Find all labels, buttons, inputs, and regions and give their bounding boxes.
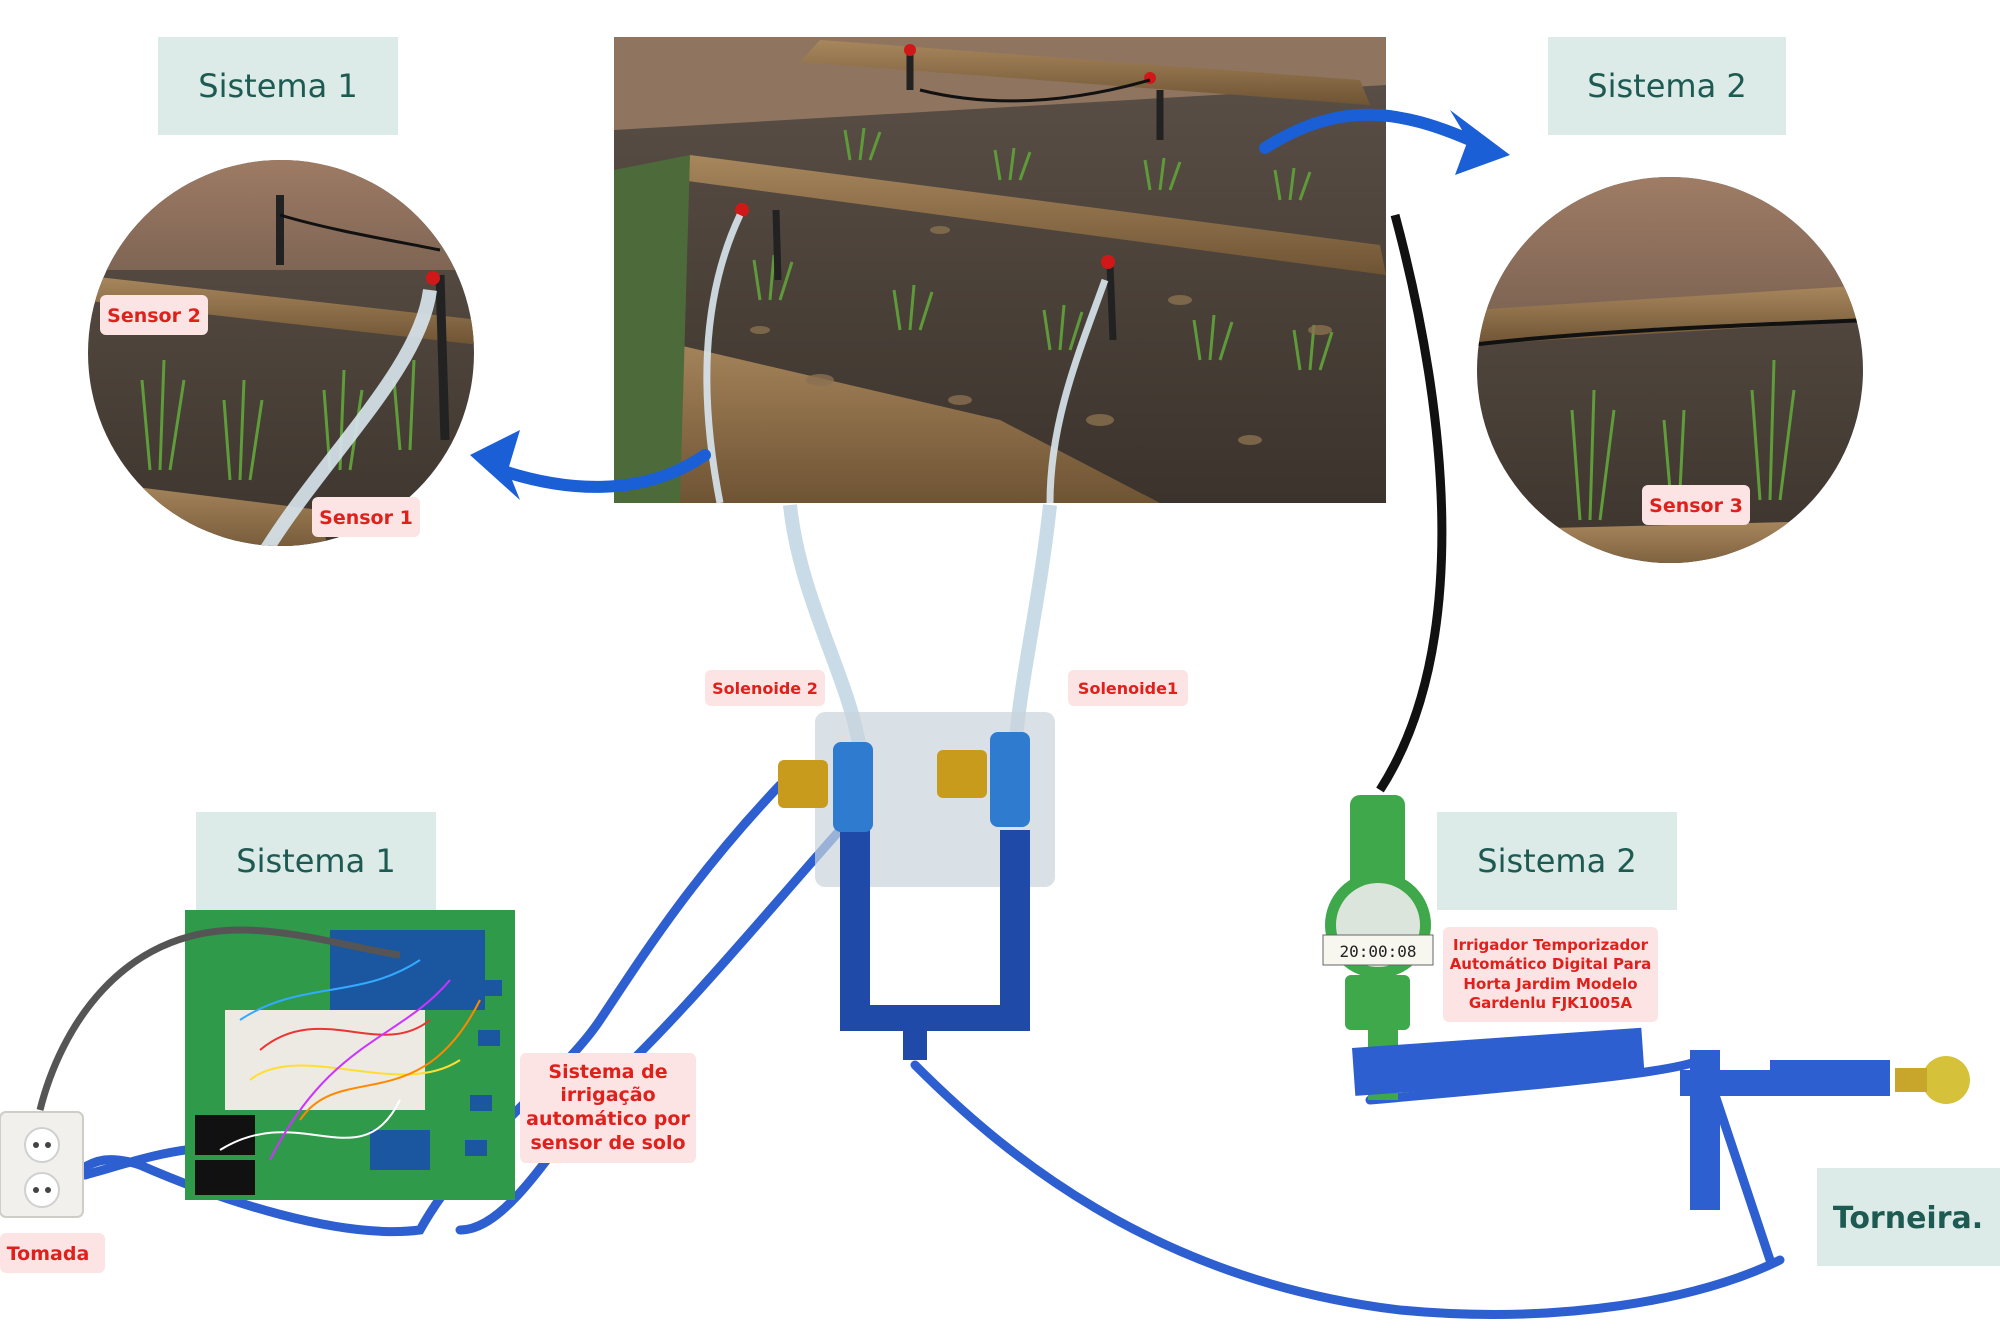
sensor2-tag: Sensor 2 <box>100 295 208 335</box>
solenoide1-text: Solenoide1 <box>1078 679 1178 698</box>
sistema2-bottom-label: Sistema 2 <box>1437 812 1677 910</box>
arrow-to-sistema2 <box>1259 108 1510 175</box>
solenoide1-tag: Solenoide1 <box>1068 670 1188 706</box>
sensor1-tag: Sensor 1 <box>312 497 420 537</box>
tomada-tag: Tomada <box>0 1233 105 1273</box>
sensor1-text: Sensor 1 <box>319 507 413 529</box>
solenoide2-text: Solenoide 2 <box>712 679 818 698</box>
tomada-text: Tomada <box>7 1243 90 1265</box>
torneira-text: Torneira. <box>1833 1201 1983 1236</box>
sistema1-top-label: Sistema 1 <box>158 37 398 135</box>
control-box <box>36 910 515 1200</box>
garden-photo <box>614 37 1386 504</box>
solenoide2-tag: Solenoide 2 <box>705 670 825 706</box>
sensor-detail-photo-left <box>88 160 474 546</box>
timer-device: 20:00:08 <box>1322 795 1645 1100</box>
sistema-irrigacao-text: Sistema de irrigação automático por sens… <box>526 1060 690 1154</box>
arrow-to-sistema1 <box>470 430 711 500</box>
sistema2-top-text: Sistema 2 <box>1587 67 1746 105</box>
sensor3-tag: Sensor 3 <box>1642 485 1750 525</box>
sistema2-top-label: Sistema 2 <box>1548 37 1786 135</box>
sistema1-bottom-text: Sistema 1 <box>236 842 395 880</box>
sistema2-bottom-text: Sistema 2 <box>1477 842 1636 880</box>
sistema1-bottom-label: Sistema 1 <box>196 812 436 910</box>
sistema-irrigacao-tag: Sistema de irrigação automático por sens… <box>520 1053 696 1163</box>
sensor2-text: Sensor 2 <box>107 305 201 327</box>
irrigador-text: Irrigador Temporizador Automático Digita… <box>1449 935 1652 1013</box>
wall-outlet <box>0 1111 84 1218</box>
faucet-tee <box>1680 1050 1970 1210</box>
timer-supply-hose <box>1376 213 1447 793</box>
torneira-label: Torneira. <box>1817 1168 2000 1266</box>
solenoid-valves <box>778 712 1055 1060</box>
sistema1-top-text: Sistema 1 <box>198 67 357 105</box>
sensor3-text: Sensor 3 <box>1649 495 1743 517</box>
timer-display-text: 20:00:08 <box>1339 942 1416 961</box>
irrigador-tag: Irrigador Temporizador Automático Digita… <box>1443 927 1658 1022</box>
